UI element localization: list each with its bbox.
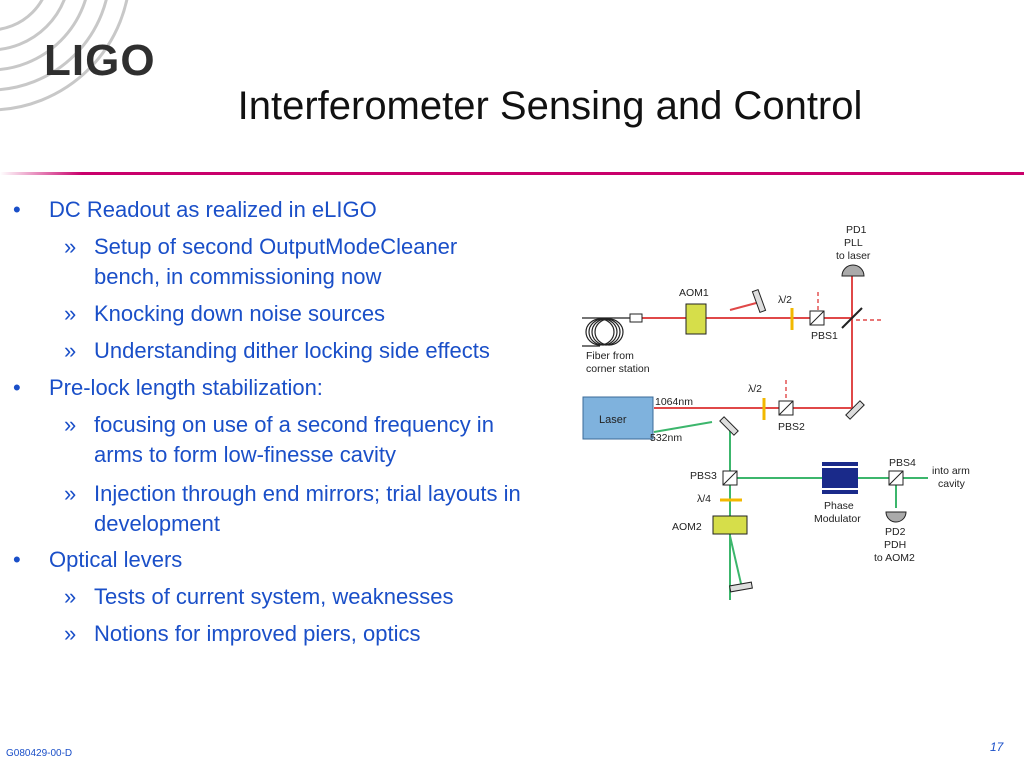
pd1-label: PLL (844, 237, 863, 249)
pd1-detector (841, 264, 865, 277)
sub-bullet-line: arms to form low-finesse cavity (94, 442, 396, 467)
half-wave-label: λ/2 (748, 383, 762, 395)
laser-label: Laser (599, 414, 627, 426)
aom2-label: AOM2 (672, 521, 702, 533)
pbs2-label: PBS2 (778, 421, 805, 433)
mirror-green (719, 416, 739, 436)
sub-bullet-marker: » (64, 301, 77, 326)
pbs3-label: PBS3 (690, 470, 717, 482)
sub-bullet-marker: » (64, 584, 77, 609)
sub-bullet-line: Notions for improved piers, optics (94, 621, 421, 646)
sub-bullet-marker: » (64, 338, 77, 363)
bullet-text: Optical levers (49, 547, 183, 572)
into-arm-label: cavity (938, 478, 966, 490)
phase-modulator-label: Phase (824, 500, 854, 512)
bullet-marker: • (13, 375, 21, 400)
fiber-coil (582, 317, 634, 347)
bullet-marker: • (13, 547, 21, 572)
pd2-detector (885, 511, 907, 523)
sub-bullet-dither: » Understanding dither locking side effe… (64, 336, 490, 366)
page-number: 17 (990, 740, 1004, 754)
laser-box (582, 396, 654, 440)
sub-bullet-second-frequency: » focusing on use of a second frequency … (64, 410, 494, 470)
bullet-optical-levers: • Optical levers (13, 545, 183, 575)
pbs2-cube (778, 400, 794, 416)
fiber-coupler (629, 313, 643, 323)
sub-bullet-line: Understanding dither locking side effect… (94, 338, 490, 363)
mirror-aom1 (751, 288, 767, 314)
sub-bullet-line: development (94, 511, 220, 536)
sub-bullet-noise: » Knocking down noise sources (64, 299, 386, 329)
sub-bullet-line: Injection through end mirrors; trial lay… (94, 481, 521, 506)
wavelength-532-label: 532nm (650, 432, 682, 444)
sub-bullet-tests: » Tests of current system, weaknesses (64, 582, 454, 612)
sub-bullet-injection: » Injection through end mirrors; trial l… (64, 479, 521, 539)
optical-layout-diagram: PD1 PLL to laser AOM1 λ/2 PBS1 Fiber fro… (582, 224, 970, 600)
pbs4-cube (888, 470, 904, 486)
aom1-crystal (685, 303, 707, 335)
bullet-marker: • (13, 197, 21, 222)
wavelength-1064-label: 1064nm (655, 396, 693, 408)
mirror-bottom (729, 581, 753, 593)
fiber-label: corner station (586, 363, 650, 375)
aom2-crystal (712, 515, 748, 535)
bullet-dc-readout: • DC Readout as realized in eLIGO (13, 195, 377, 225)
red-dashed-paths (785, 292, 884, 404)
pbs1-cube (809, 310, 825, 326)
bullet-text: Pre-lock length stabilization: (49, 375, 323, 400)
bullet-text: DC Readout as realized in eLIGO (49, 197, 377, 222)
title-divider (0, 172, 1024, 175)
pbs4-label: PBS4 (889, 457, 916, 469)
fiber-label: Fiber from (586, 350, 634, 362)
phase-modulator-block (822, 462, 858, 494)
aom1-label: AOM1 (679, 287, 709, 299)
sub-bullet-marker: » (64, 621, 77, 646)
pd1-label: to laser (836, 250, 871, 262)
ligo-logo: LIGO (44, 36, 156, 85)
document-id: G080429-00-D (6, 748, 73, 759)
quarter-wave-label: λ/4 (697, 493, 711, 505)
phase-modulator-label: Modulator (814, 513, 861, 525)
mirror-right (845, 400, 865, 420)
into-arm-label: into arm (932, 465, 970, 477)
sub-bullet-piers: » Notions for improved piers, optics (64, 619, 421, 649)
sub-bullet-line: Setup of second OutputModeCleaner (94, 234, 458, 259)
half-wave-label: λ/2 (778, 294, 792, 306)
pd2-label: PD2 (885, 526, 906, 538)
slide-title: Interferometer Sensing and Control (237, 84, 863, 128)
sub-bullet-omc: » Setup of second OutputModeCleaner benc… (64, 232, 458, 292)
sub-bullet-line: bench, in commissioning now (94, 264, 382, 289)
pbs1-label: PBS1 (811, 330, 838, 342)
beamsplitter (841, 307, 863, 329)
pd2-label: to AOM2 (874, 552, 915, 564)
sub-bullet-line: Tests of current system, weaknesses (94, 584, 454, 609)
pd1-label: PD1 (846, 224, 867, 236)
sub-bullet-marker: » (64, 481, 77, 506)
pd2-label: PDH (884, 539, 906, 551)
green-beam-paths (653, 421, 928, 600)
sub-bullet-marker: » (64, 412, 77, 437)
bullet-pre-lock: • Pre-lock length stabilization: (13, 373, 323, 403)
sub-bullet-line: Knocking down noise sources (94, 301, 386, 326)
sub-bullet-line: focusing on use of a second frequency in (94, 412, 494, 437)
pbs3-cube (722, 470, 738, 486)
sub-bullet-marker: » (64, 234, 77, 259)
